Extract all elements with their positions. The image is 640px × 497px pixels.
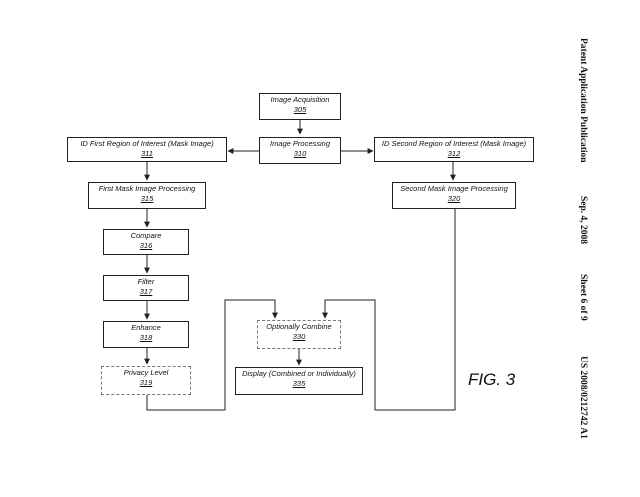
node-ref: 312 (447, 149, 461, 158)
node-ref: 316 (139, 241, 153, 250)
node-display: Display (Combined or Individually) 335 (235, 367, 363, 395)
node-label: ID Second Region of Interest (Mask Image… (381, 139, 527, 148)
node-optionally-combine: Optionally Combine 330 (257, 320, 341, 349)
node-ref: 330 (292, 332, 306, 341)
node-ref: 319 (139, 378, 153, 387)
node-label: Display (Combined or Individually) (242, 369, 356, 378)
sheet-number: Sheet 6 of 9 (578, 274, 588, 321)
node-image-acquisition: Image Acquisition 305 (259, 93, 341, 120)
node-ref: 311 (141, 149, 153, 158)
node-second-mask-image-processing: Second Mask Image Processing 320 (392, 182, 516, 209)
node-label: Compare (130, 231, 162, 240)
publication-date: Sep. 4, 2008 (578, 196, 588, 245)
publication-type: Patent Application Publication (578, 38, 588, 163)
node-image-processing: Image Processing 310 (259, 137, 341, 164)
node-privacy-level: Privacy Level 319 (101, 366, 191, 395)
node-label: Enhance (131, 323, 161, 332)
node-compare: Compare 316 (103, 229, 189, 255)
node-label: Image Acquisition (270, 95, 330, 104)
node-enhance: Enhance 318 (103, 321, 189, 348)
publication-number: US 2008/0212742 A1 (578, 356, 588, 439)
connector-320-330 (322, 209, 456, 411)
node-ref: 320 (447, 194, 461, 203)
node-label: Filter (137, 277, 155, 286)
node-label: Second Mask Image Processing (400, 184, 508, 193)
patent-header: Patent Application Publication Sep. 4, 2… (575, 38, 591, 458)
node-label: ID First Region of Interest (Mask Image) (80, 139, 214, 148)
node-id-second-region-of-interest: ID Second Region of Interest (Mask Image… (374, 137, 534, 162)
figure-label: FIG. 3 (468, 370, 516, 389)
node-first-mask-image-processing: First Mask Image Processing 315 (88, 182, 206, 209)
node-label: First Mask Image Processing (98, 184, 196, 193)
node-ref: 310 (293, 149, 307, 158)
node-ref: 335 (292, 379, 306, 388)
node-label: Privacy Level (123, 368, 169, 377)
node-id-first-region-of-interest: ID First Region of Interest (Mask Image)… (67, 137, 227, 162)
node-label: Optionally Combine (266, 322, 332, 331)
node-ref: 318 (139, 333, 153, 342)
node-ref: 317 (139, 287, 153, 296)
connector-319-330 (146, 299, 278, 411)
node-ref: 315 (140, 194, 154, 203)
node-filter: Filter 317 (103, 275, 189, 301)
node-label: Image Processing (269, 139, 331, 148)
node-ref: 305 (293, 105, 307, 114)
